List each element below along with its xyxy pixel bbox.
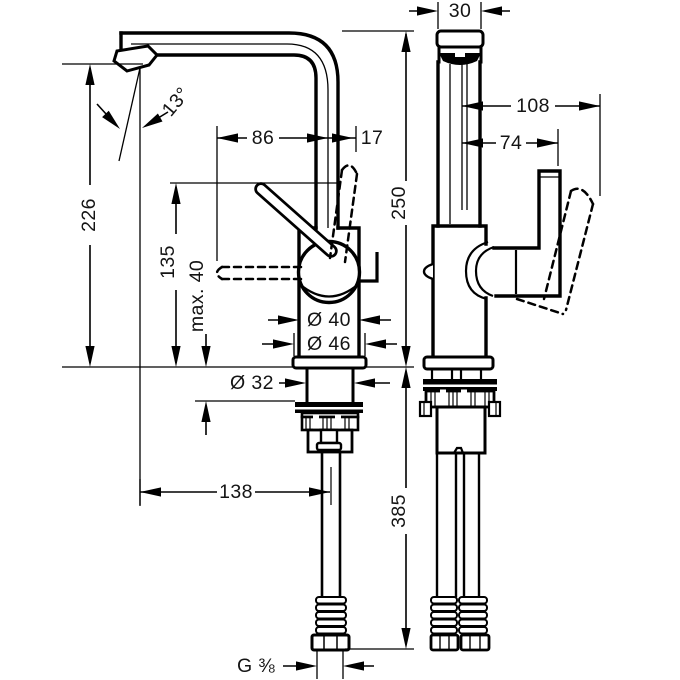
dimension-138: 138 (139, 479, 330, 506)
mounting-nut-side (424, 389, 496, 409)
side-view-faucet (418, 29, 595, 652)
front-view-faucet (62, 31, 414, 679)
dim-label-226: 226 (78, 198, 100, 232)
dimension-108: 108 (462, 94, 601, 196)
body-side (431, 224, 488, 359)
dim-label-250: 250 (388, 186, 410, 220)
mounting-clip-left (418, 400, 433, 418)
spout-stop-hook (360, 252, 379, 283)
dimension-135: 135 (157, 182, 337, 367)
supply-tubes (435, 453, 481, 597)
mounting-washer (295, 402, 363, 407)
dimension-226: 226 (62, 63, 143, 367)
dim-label-138: 138 (219, 481, 253, 503)
dimension-dia40: Ø 40 (268, 309, 391, 331)
dimension-dia32: Ø 32 (230, 372, 390, 394)
dim-label-135: 135 (157, 245, 179, 279)
spout-cap (435, 29, 485, 49)
outlet-hose (320, 452, 342, 596)
body-nub (422, 262, 434, 281)
dim-label-g38: G ⅜ (237, 655, 275, 677)
dim-label-108: 108 (516, 95, 550, 117)
dimension-g38: G ⅜ (237, 655, 374, 677)
dim-label-74: 74 (500, 132, 523, 154)
aerator-tip (112, 44, 160, 73)
dim-label-dia32: Ø 32 (230, 372, 274, 394)
mounting-washer-side (423, 379, 497, 385)
dim-label-dia46: Ø 46 (307, 333, 351, 355)
dim-label-86: 86 (252, 127, 275, 149)
hose-braid-side (430, 596, 488, 635)
lever-position-horizontal (215, 265, 304, 281)
mounting-clip-right (487, 400, 502, 418)
handle-position-rotated (515, 187, 595, 316)
dimension-30: 30 (409, 0, 510, 29)
hose-connector-nut-cold (459, 633, 491, 652)
mounting-shank (305, 366, 355, 404)
aerator-side (439, 53, 481, 65)
dimension-dia46: Ø 46 (262, 333, 397, 356)
base-escutcheon-side (422, 355, 495, 371)
dimension-74: 74 (462, 129, 559, 166)
dimension-86-17: 86 17 (216, 126, 384, 261)
hose-connector-nut-hot (429, 633, 460, 652)
hose-connector-nut (310, 633, 351, 652)
dim-label-30: 30 (449, 0, 472, 22)
hose-braid (315, 596, 347, 635)
dim-label-17: 17 (361, 127, 384, 149)
dim-label-dia40: Ø 40 (307, 309, 351, 331)
dim-label-max40: max. 40 (186, 260, 208, 332)
dimension-250-385: 250 385 (342, 30, 414, 650)
lever-position-up (328, 164, 359, 264)
dim-label-385: 385 (388, 494, 410, 528)
handle-side (492, 169, 562, 298)
dimension-max40: max. 40 (186, 260, 295, 435)
connection-block (435, 405, 487, 455)
dimension-13deg: 13° (96, 67, 194, 505)
base-escutcheon (291, 355, 368, 370)
